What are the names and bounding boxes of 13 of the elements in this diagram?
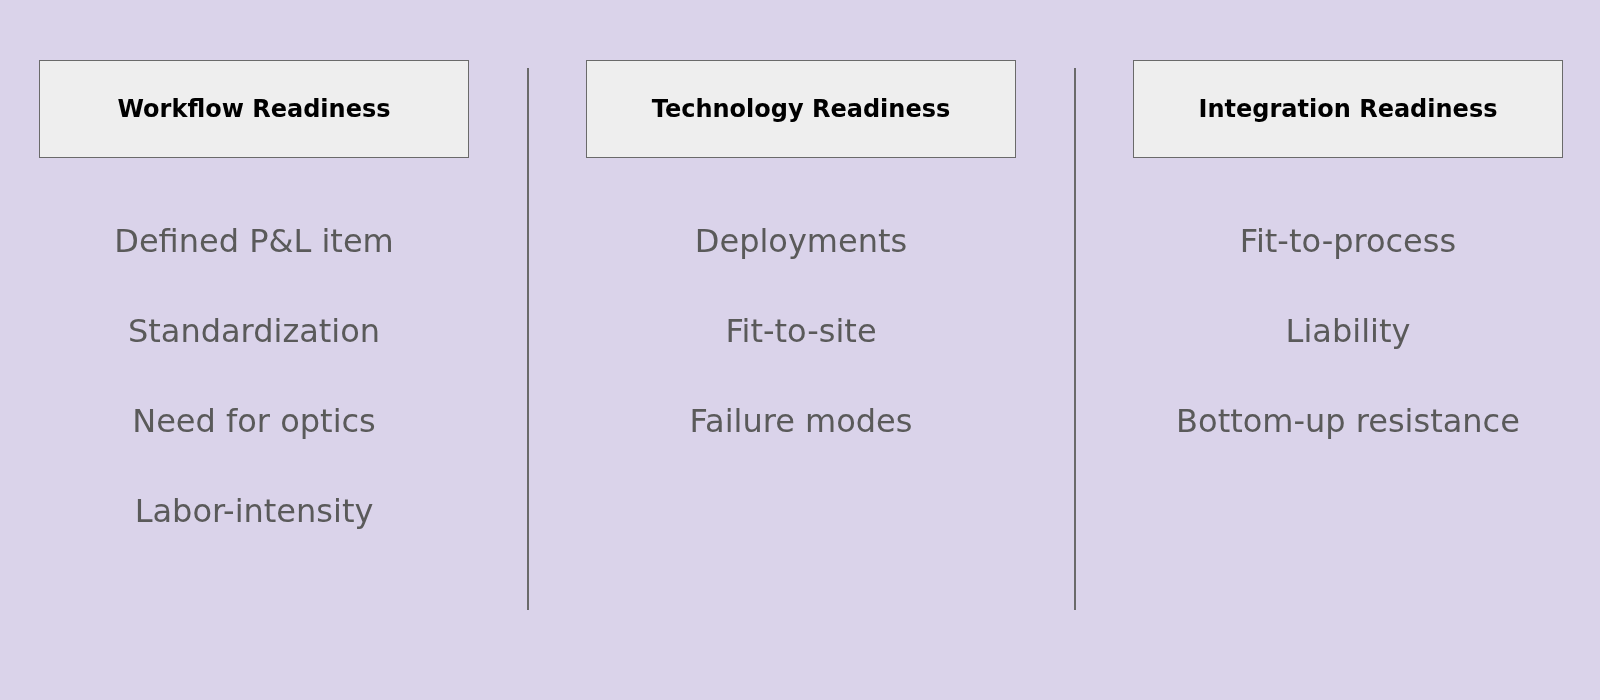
list-item: Fit-to-site — [725, 311, 877, 351]
column-header: Workflow Readiness — [39, 60, 469, 158]
list-item: Standardization — [127, 311, 381, 351]
column-header: Technology Readiness — [586, 60, 1016, 158]
column-header: Integration Readiness — [1133, 60, 1563, 158]
list-item: Liability — [1285, 311, 1411, 351]
list-item: Failure modes — [689, 401, 913, 441]
list-item: Defined P&L item — [114, 221, 394, 261]
list-item: Bottom-up resistance — [1176, 401, 1520, 441]
list-item: Deployments — [694, 221, 908, 261]
list-item: Labor-intensity — [134, 491, 374, 531]
list-item: Need for optics — [132, 401, 376, 441]
list-item: Fit-to-process — [1239, 221, 1457, 261]
